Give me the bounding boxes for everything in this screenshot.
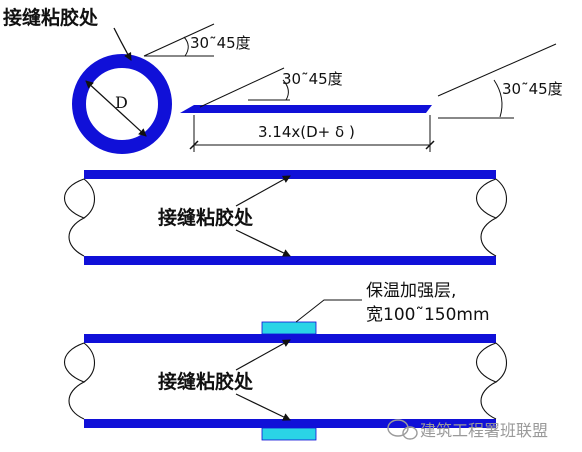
unrolled-sheet: [180, 105, 432, 113]
reinforcement-band-bottom: [261, 427, 317, 441]
reinforcement-band-top: [261, 321, 317, 335]
break-line-left-2: [64, 342, 86, 420]
seam-arrow-middle-bottom: [235, 229, 291, 257]
break-line-right-2: [476, 342, 498, 420]
pipe-wall-top-2: [84, 334, 496, 343]
angle-label-2: 30˜45度: [282, 70, 343, 88]
break-line-left: [64, 178, 86, 257]
pipe-wall-top: [84, 170, 496, 179]
angle-label-3: 30˜45度: [502, 80, 563, 98]
angle-indicator-2: [199, 67, 290, 108]
seam-arrow-bottom-bottom: [235, 393, 291, 421]
middle-pipe: [64, 170, 508, 265]
seam-arrow-top: [113, 27, 132, 61]
break-line-right: [476, 178, 498, 257]
angle-indicator-1: [143, 23, 215, 57]
reinforcement-label-line2: 宽100˜150mm: [366, 305, 490, 325]
pipe-cross-section: [72, 54, 172, 154]
length-label: 3.14x(D+ δ ): [258, 123, 355, 141]
seam-label-top: 接缝粘胶处: [3, 6, 99, 29]
length-dimension: [189, 115, 435, 152]
chat-bubble-icon: [387, 419, 418, 440]
seam-arrow-bottom-top: [235, 339, 291, 371]
angle-label-1: 30˜45度: [190, 34, 251, 52]
diameter-line: [85, 80, 147, 137]
bottom-pipe: [64, 321, 508, 441]
seam-label-bottom: 接缝粘胶处: [158, 370, 254, 393]
pipe-wall-bottom: [84, 256, 496, 265]
seam-label-middle: 接缝粘胶处: [158, 206, 254, 229]
reinforcement-label-line1: 保温加强层,: [366, 281, 456, 301]
diameter-label: D: [115, 93, 128, 112]
reinforcement-leader: [295, 299, 362, 323]
angle-indicator-3: [437, 43, 557, 119]
pipe-ring: [72, 54, 172, 154]
watermark-text: 建筑工程署班联盟: [420, 421, 548, 440]
seam-arrow-middle-top: [235, 175, 291, 207]
pipe-wall-bottom-2: [84, 419, 496, 428]
